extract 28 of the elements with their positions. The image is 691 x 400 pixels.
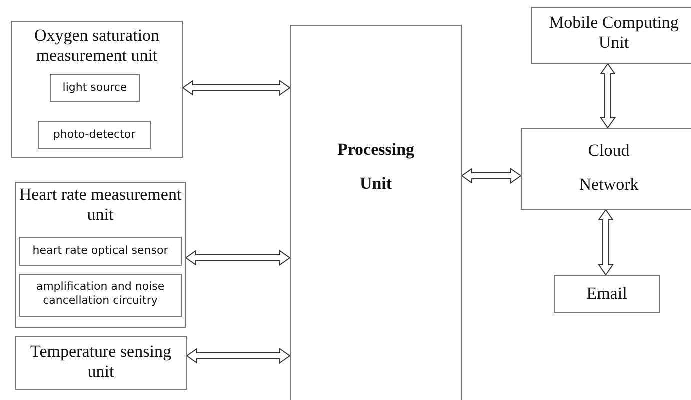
- unit-label: Temperature sensing unit: [30, 342, 172, 382]
- unit-label: Heart rate measurement unit: [18, 185, 183, 225]
- double-arrow: [461, 168, 522, 184]
- double-arrow: [185, 250, 291, 266]
- double-arrow: [186, 348, 291, 364]
- component-label: amplification and noise cancellation circuitry: [35, 280, 166, 308]
- component-box: [19, 274, 182, 317]
- component-label: heart rate optical sensor: [32, 244, 170, 258]
- unit-label: Processing Unit: [336, 139, 416, 195]
- component-box: [38, 121, 151, 149]
- component-label: light source: [62, 81, 128, 95]
- double-arrow: [182, 80, 291, 96]
- unit-box: [554, 275, 660, 313]
- component-box: [50, 74, 140, 102]
- component-box: [19, 237, 182, 266]
- unit-box: [15, 336, 187, 390]
- cloud-network-box: [521, 128, 691, 210]
- unit-box: [15, 182, 186, 328]
- component-label: photo-detector: [52, 128, 137, 142]
- unit-box: [11, 21, 183, 158]
- unit-label: Cloud Network: [578, 140, 640, 196]
- double-arrow: [600, 63, 616, 129]
- unit-box: [531, 7, 691, 64]
- unit-label: Mobile Computing Unit: [548, 13, 680, 53]
- processing-box: [290, 25, 462, 400]
- double-arrow: [598, 209, 614, 276]
- unit-label: Oxygen saturation measurement unit: [33, 26, 161, 66]
- unit-label: Email: [586, 284, 628, 304]
